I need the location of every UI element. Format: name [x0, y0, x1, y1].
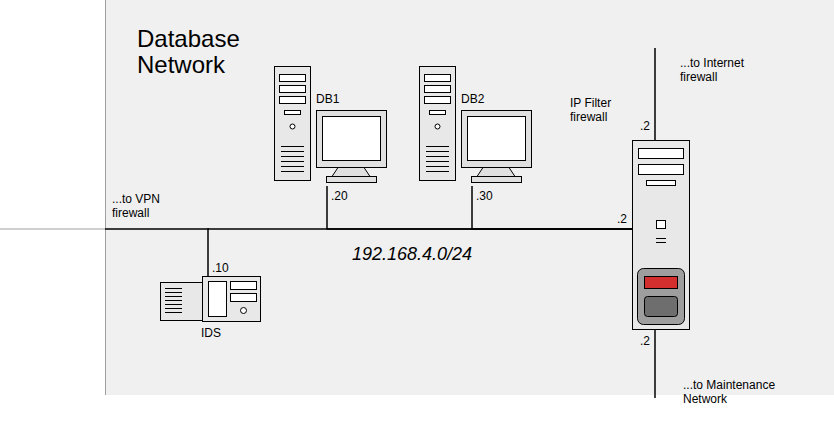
vent-line: [426, 151, 449, 152]
bus-wire: [0, 229, 105, 230]
ip-suffix: .2: [640, 119, 654, 133]
floppy-slot: [647, 181, 676, 186]
drive-bay: [639, 149, 684, 159]
firewall-case: [633, 141, 690, 330]
vent-line: [281, 146, 304, 147]
ids-unit: [203, 277, 261, 322]
region-border: [105, 0, 106, 395]
vent-line: [281, 151, 304, 152]
vent-line: [281, 156, 304, 157]
vent-line: [165, 312, 182, 313]
power-button: [290, 124, 295, 129]
vent-line: [281, 171, 304, 172]
tape-device: [638, 269, 685, 325]
drive-bay: [425, 75, 451, 82]
monitor-bezel: [317, 111, 387, 168]
power-button: [435, 124, 440, 129]
link-note: ...to VPN firewall: [112, 192, 174, 220]
monitor-screen: [468, 117, 526, 161]
vent-line: [656, 242, 666, 243]
drive-bay: [425, 86, 451, 93]
vent-line: [426, 171, 449, 172]
drive-bay: [280, 86, 306, 93]
vent-line: [165, 308, 182, 309]
floppy-slot: [430, 111, 446, 115]
uplink-wire: [654, 48, 656, 140]
drive-bay: [209, 282, 227, 317]
monitor-stand: [477, 168, 515, 177]
region-title: Database Network: [137, 26, 287, 79]
ids-chassis: [161, 283, 203, 321]
network-link: [327, 186, 632, 229]
tower-case: [275, 67, 311, 181]
drive-bay: [231, 294, 257, 302]
database-server: DB2: [417, 62, 533, 186]
firewall-host: IP Filter firewall: [632, 140, 690, 330]
network-link: [472, 186, 632, 229]
bus-wire: [105, 228, 209, 230]
monitor-stand: [332, 168, 370, 177]
ip-suffix: .30: [476, 189, 500, 203]
vent-line: [281, 161, 304, 162]
network-link: [208, 229, 632, 276]
drive-bay: [280, 97, 306, 104]
database-server-icon: [272, 62, 388, 186]
monitor-screen: [323, 117, 381, 161]
power-button: [657, 221, 666, 229]
drive-bay: [639, 165, 684, 175]
host-name: DB1: [316, 92, 356, 106]
vent-line: [426, 166, 449, 167]
host-name: IDS: [160, 326, 262, 340]
device-slot: [645, 297, 678, 317]
link-note: ...to Internet firewall: [680, 56, 762, 84]
firewall-host-icon: [632, 140, 690, 330]
vent-line: [165, 304, 182, 305]
device-label: [645, 277, 678, 289]
database-server: DB1: [272, 62, 388, 186]
host-name: IP Filter firewall: [570, 96, 628, 124]
vent-line: [165, 292, 182, 293]
network-region-fill: [105, 0, 834, 395]
vent-line: [165, 288, 182, 289]
tower-case: [420, 67, 456, 181]
host-name: DB2: [461, 92, 501, 106]
power-button: [241, 308, 247, 314]
ip-suffix: .20: [331, 189, 355, 203]
vent-line: [165, 300, 182, 301]
downlink-wire: [654, 330, 656, 398]
database-server-icon: [417, 62, 533, 186]
vent-line: [656, 238, 666, 239]
subnet-address: 192.168.4.0/24: [352, 243, 492, 265]
drive-bay: [280, 75, 306, 82]
ip-suffix: .2: [640, 334, 654, 348]
monitor-base: [472, 177, 522, 183]
floppy-slot: [285, 111, 301, 115]
link-note: ...to Maintenance Network: [683, 378, 795, 406]
vent-line: [426, 156, 449, 157]
vent-line: [426, 161, 449, 162]
ip-suffix: .2: [617, 212, 631, 226]
vent-line: [426, 146, 449, 147]
drive-bay: [425, 97, 451, 104]
monitor-base: [327, 177, 377, 183]
vent-line: [281, 166, 304, 167]
ids-host: IDS: [160, 276, 264, 342]
monitor-bezel: [462, 111, 532, 168]
drive-bay: [231, 282, 257, 290]
vent-line: [165, 296, 182, 297]
ip-suffix: .10: [212, 261, 238, 275]
